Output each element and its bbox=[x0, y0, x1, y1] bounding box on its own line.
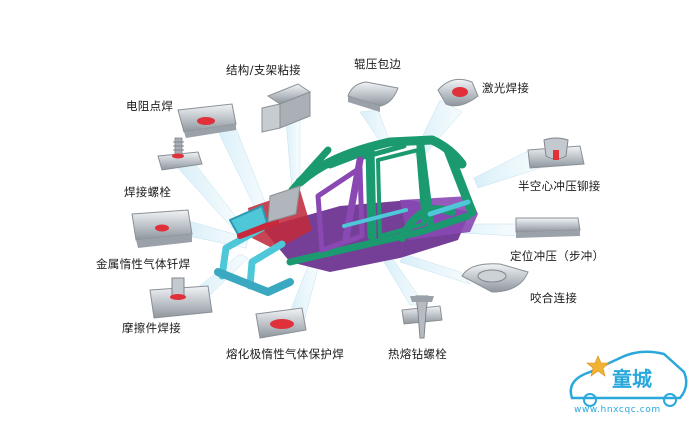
weld-stud-part-icon bbox=[157, 137, 203, 171]
side-sill bbox=[286, 212, 472, 266]
rear-crossmember bbox=[427, 199, 471, 217]
adhesive-part-icon bbox=[261, 83, 312, 133]
label-hemming: 辊压包边 bbox=[354, 57, 402, 71]
front-rail-right bbox=[246, 240, 286, 290]
car-body-in-white bbox=[214, 135, 478, 296]
watermark-logo: 童城 bbox=[569, 350, 688, 407]
watermark-url: www.hnxcqc.com bbox=[574, 405, 661, 415]
clinching-part-icon bbox=[461, 263, 529, 293]
hemming-part-icon bbox=[347, 81, 399, 112]
label-fds: 热熔钻螺栓 bbox=[388, 347, 447, 361]
label-weld-stud: 焊接螺栓 bbox=[124, 185, 172, 199]
label-clinching: 咬合连接 bbox=[530, 291, 578, 305]
label-adhesive: 结构/支架粘接 bbox=[226, 63, 301, 77]
locating-punch-part-icon bbox=[515, 217, 581, 238]
spot-welding-part-icon bbox=[177, 103, 237, 138]
cowl bbox=[267, 185, 301, 223]
label-locating-punch: 定位冲压（步冲） bbox=[510, 249, 605, 263]
rivet-part-icon bbox=[527, 137, 585, 169]
watermark-logo-text: 童城 bbox=[612, 367, 652, 391]
label-mig-brazing: 金属惰性气体钎焊 bbox=[96, 257, 191, 271]
beam-clinching bbox=[399, 253, 471, 285]
friction-part-icon bbox=[149, 277, 213, 319]
watermark-star-icon bbox=[586, 355, 610, 377]
watermark-car-icon bbox=[569, 350, 688, 400]
fds-part-icon bbox=[401, 295, 443, 339]
laser-part-icon bbox=[437, 78, 479, 107]
seat-crossmember bbox=[342, 208, 408, 228]
front-bumper-beam bbox=[214, 268, 294, 296]
label-rivet: 半空心冲压铆接 bbox=[518, 179, 601, 193]
label-laser: 激光焊接 bbox=[482, 81, 530, 95]
a-pillar bbox=[288, 146, 332, 194]
label-spot-welding: 电阻点焊 bbox=[126, 99, 174, 113]
label-mig-welding: 熔化极惰性气体保护焊 bbox=[226, 347, 344, 361]
mig-welding-part-icon bbox=[255, 307, 307, 339]
door-ring bbox=[315, 165, 365, 253]
label-friction: 摩擦件焊接 bbox=[122, 321, 181, 335]
b-pillar bbox=[365, 145, 377, 241]
front-crossmember bbox=[237, 219, 279, 239]
mig-brazing-part-icon bbox=[131, 209, 193, 248]
rear-door-ring bbox=[376, 148, 426, 238]
